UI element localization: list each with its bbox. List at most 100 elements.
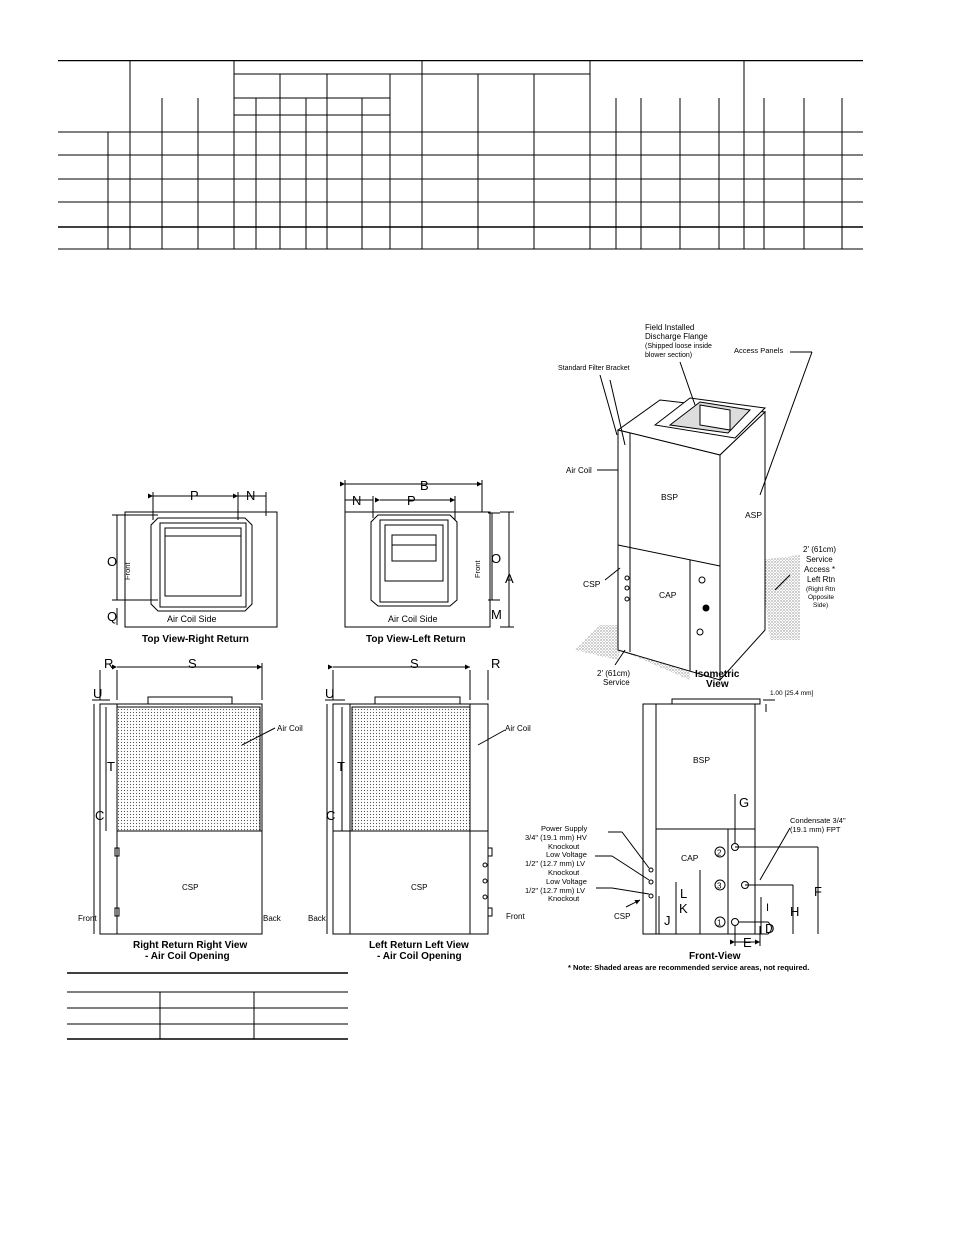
dim-o: O [107,554,117,569]
dim-c-left: C [326,808,335,823]
top-left-air-coil-side: Air Coil Side [388,614,438,624]
right-view-csp-label: CSP [182,883,198,892]
dim-b: B [420,478,429,493]
service-left-label-4: Left Rtn [807,575,835,584]
top-right-air-coil-side: Air Coil Side [167,614,217,624]
access-panels-label: Access Panels [734,346,783,355]
iso-asp-label: ASP [745,510,762,520]
circle-2-text: 2 [717,849,722,858]
front-bsp-label: BSP [693,755,710,765]
circle-2-icon: 2 [714,846,726,858]
dim-p-left: P [407,493,416,508]
dim-t: T [107,759,115,774]
top-view-left-title: Top View-Left Return [366,634,466,645]
low-voltage-2-label-3: Knockout [548,894,580,903]
service-left-label-7: Side) [813,602,828,609]
dim-f: F [814,884,822,899]
front-csp-label: CSP [614,912,630,921]
dim-s-left: S [410,656,419,671]
isometric-view [575,351,813,682]
filter-bracket-label: Standard Filter Bracket [558,365,630,372]
front-view [595,698,819,946]
service-left-label-3: Access * [804,565,835,574]
circle-3-text: 3 [717,882,722,891]
top-view-right-labels: P N O Q Front Air Coil Side Top View-Rig… [107,488,255,645]
flange-label-4: blower section) [645,352,692,359]
dim-m: M [491,607,502,622]
dim-u-left: U [325,686,334,701]
top-left-front-label: Front [473,560,482,578]
left-view-csp-label: CSP [411,883,427,892]
low-voltage-label-3: Knockout [548,868,580,877]
front-cap-label: CAP [681,853,699,863]
left-return-left-view [325,664,506,935]
service-left-label-6: Opposite [808,594,834,601]
power-supply-label: Power Supply [541,824,588,833]
right-view-title: Right Return Right View [133,940,247,951]
top-right-front-label: Front [123,562,132,580]
left-view-back-label: Back [308,914,327,923]
power-supply-label-2: 3/4" (19.1 mm) HV [525,833,587,842]
dim-t-left: T [337,759,345,774]
top-view-right-title: Top View-Right Return [142,634,249,645]
dim-k: K [679,901,688,916]
front-view-title: Front-View [689,951,741,962]
top-view-left-labels: B N P O A M Front Air Coil Side Top View… [352,478,514,645]
dim-g: G [739,795,749,810]
dim-r-left: R [491,656,500,671]
dimension-table [58,60,863,250]
low-voltage-2-label: Low Voltage [546,877,587,886]
top-view-right-return [112,492,278,628]
right-view-back-label: Back [263,914,282,923]
dim-i: I [766,902,769,914]
isometric-title-2: View [706,679,729,690]
left-view-title: Left Return Left View [369,940,469,951]
circle-3-icon: 3 [714,879,726,891]
dim-1in-label: 1.00 [25.4 mm] [770,690,814,697]
circle-1-text: 1 [717,919,722,928]
dim-j: J [664,913,671,928]
service-left-label-5: (Right Rtn [806,586,836,593]
dim-n-left: N [352,493,361,508]
dim-u: U [93,686,102,701]
flange-label-2: Discharge Flange [645,332,708,341]
dim-e: E [743,935,752,950]
circle-1-icon: 1 [714,916,726,928]
flange-label: Field Installed [645,323,694,332]
left-view-labels: S R U T C Air Coil CSP Back Front Left R… [308,656,531,962]
power-supply-label-3: Knockout [548,842,580,851]
service-front-label-2: Service [603,678,630,687]
iso-csp-label: CSP [583,579,601,589]
isometric-title: Isometric [695,669,740,680]
front-view-labels: 1.00 [25.4 mm] BSP G Condensate 3/4" (19… [525,690,846,972]
iso-air-coil-label: Air Coil [566,466,592,475]
dim-h: H [790,904,799,919]
left-view-title-2: - Air Coil Opening [377,951,462,962]
dim-d: D [765,921,774,936]
dim-o-left: O [491,551,501,566]
left-view-front-label: Front [506,912,525,921]
right-return-right-view [92,663,276,935]
iso-bsp-label: BSP [661,492,678,502]
dim-l: L [680,886,687,901]
right-view-front-label: Front [78,914,97,923]
condensate-label-2: (19.1 mm) FPT [790,825,841,834]
condensate-label: Condensate 3/4" [790,816,846,825]
low-voltage-2-label-2: 1/2" (12.7 mm) LV [525,886,585,895]
small-table [67,972,348,1040]
dim-q: Q [107,609,117,624]
dim-n: N [246,488,255,503]
top-view-left-return [340,480,514,628]
right-view-air-coil-label: Air Coil [277,724,303,733]
left-view-air-coil-label: Air Coil [505,724,531,733]
service-front-label: 2' (61cm) [597,669,630,678]
dim-s: S [188,656,197,671]
service-area-note: * Note: Shaded areas are recommended ser… [568,963,809,972]
dim-a: A [505,571,514,586]
isometric-labels: Field Installed Discharge Flange (Shippe… [558,323,836,690]
dim-p: P [190,488,199,503]
low-voltage-label: Low Voltage [546,850,587,859]
dim-r: R [104,656,113,671]
iso-cap-label: CAP [659,590,677,600]
